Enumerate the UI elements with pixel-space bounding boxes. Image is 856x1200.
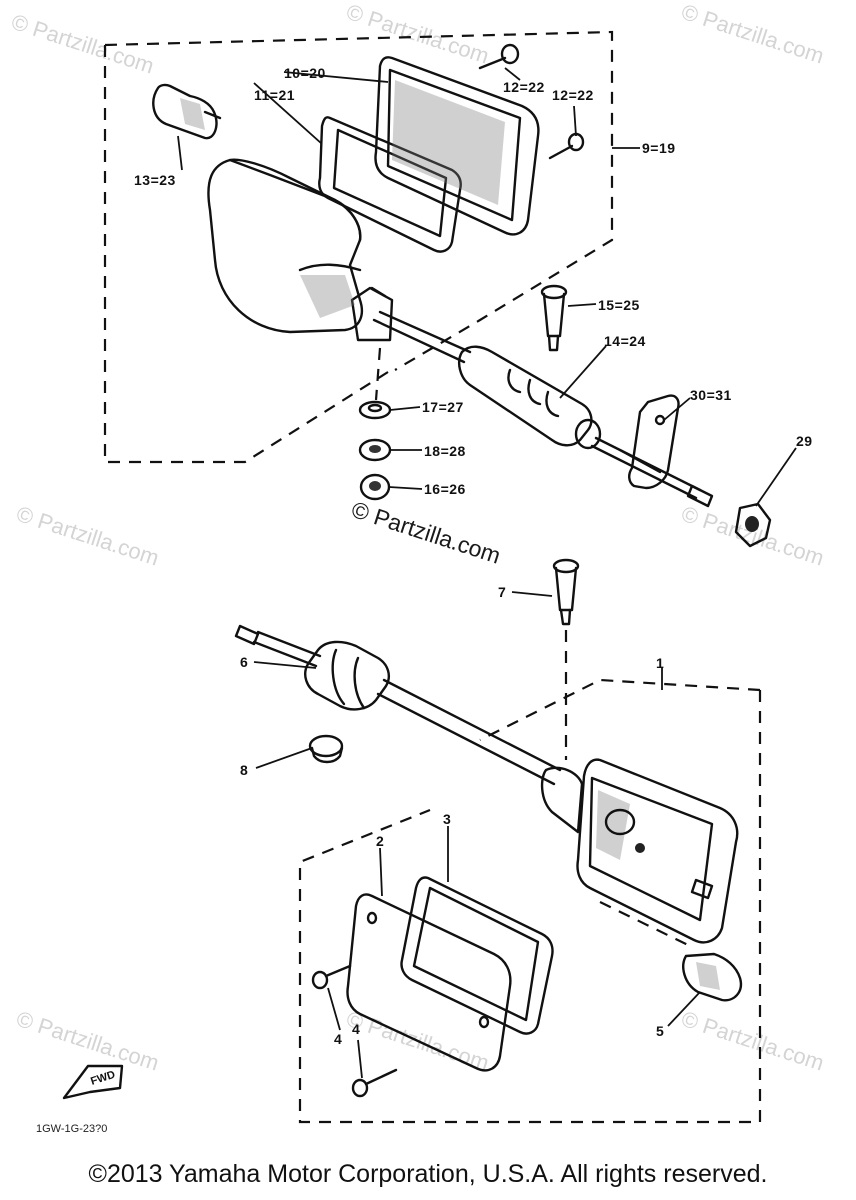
callout-3: 3 [443, 811, 451, 827]
washer-18-28 [358, 438, 392, 462]
front-flasher-housing [540, 758, 739, 944]
watermark: © Partzilla.com [678, 501, 827, 571]
fwd-arrow: FWD [62, 1064, 124, 1100]
center-watermark: © Partzilla.com [348, 496, 503, 569]
watermark: © Partzilla.com [343, 0, 492, 69]
callout-5: 5 [656, 1023, 664, 1039]
callout-2: 2 [376, 833, 384, 849]
copyright-footer: ©2013 Yamaha Motor Corporation, U.S.A. A… [88, 1160, 768, 1188]
screw-12-22-right [548, 132, 585, 160]
watermark: © Partzilla.com [678, 1006, 827, 1076]
mount-axis [374, 347, 382, 401]
lens-2 [346, 893, 512, 1072]
washer-17-27 [358, 400, 392, 420]
diagram-code: 1GW-1G-23?0 [36, 1123, 107, 1135]
screw-4-bottom [351, 1068, 398, 1098]
rear-flasher-body [207, 158, 394, 342]
bulb-5 [682, 952, 743, 1002]
gasket-3 [400, 876, 554, 1035]
callout-9-19: 9=19 [642, 140, 676, 156]
callout-30-31: 30=31 [690, 387, 732, 403]
cord-14-24 [372, 310, 714, 508]
callout-11-21: 11=21 [254, 87, 295, 103]
watermark: © Partzilla.com [13, 501, 162, 571]
watermark: © Partzilla.com [678, 0, 827, 69]
cord-6 [234, 624, 562, 786]
callout-16-26: 16=26 [424, 481, 466, 497]
callout-7: 7 [498, 584, 506, 600]
callout-6: 6 [240, 654, 248, 670]
bolt-15-25 [540, 284, 568, 352]
callout-4-a: 4 [334, 1031, 342, 1047]
screw-12-22-top [478, 43, 520, 70]
lens-10-20 [374, 56, 540, 236]
callout-4-b: 4 [352, 1021, 360, 1037]
grommet-8 [308, 734, 344, 764]
nut-16-26 [359, 473, 391, 501]
leader-lines [177, 67, 797, 1079]
callout-8: 8 [240, 762, 248, 778]
fwd-label: FWD [89, 1069, 117, 1088]
callout-labels: 10=20 11=21 12=22 12=22 9=19 13=23 15=25… [134, 65, 813, 1047]
parts-diagram: © Partzilla.com © Partzilla.com © Partzi… [8, 0, 827, 1135]
upper-assembly-group-box [103, 30, 614, 464]
lower-assembly-group-box [298, 678, 762, 1124]
screw-4-left [311, 964, 352, 990]
callout-15-25: 15=25 [598, 297, 640, 313]
gasket-11-21 [318, 116, 462, 253]
bulb-13-23 [152, 83, 222, 140]
callout-1: 1 [656, 655, 664, 671]
callout-17-27: 17=27 [422, 399, 464, 415]
callout-13-23: 13=23 [134, 172, 176, 188]
callout-14-24: 14=24 [604, 333, 646, 349]
bulb-axis [599, 901, 691, 947]
callout-18-28: 18=28 [424, 443, 466, 459]
bolt-7 [552, 558, 580, 626]
callout-29: 29 [796, 433, 813, 449]
callout-12-22-a: 12=22 [503, 79, 545, 95]
callout-12-22-b: 12=22 [552, 87, 594, 103]
callout-10-20: 10=20 [284, 65, 326, 81]
